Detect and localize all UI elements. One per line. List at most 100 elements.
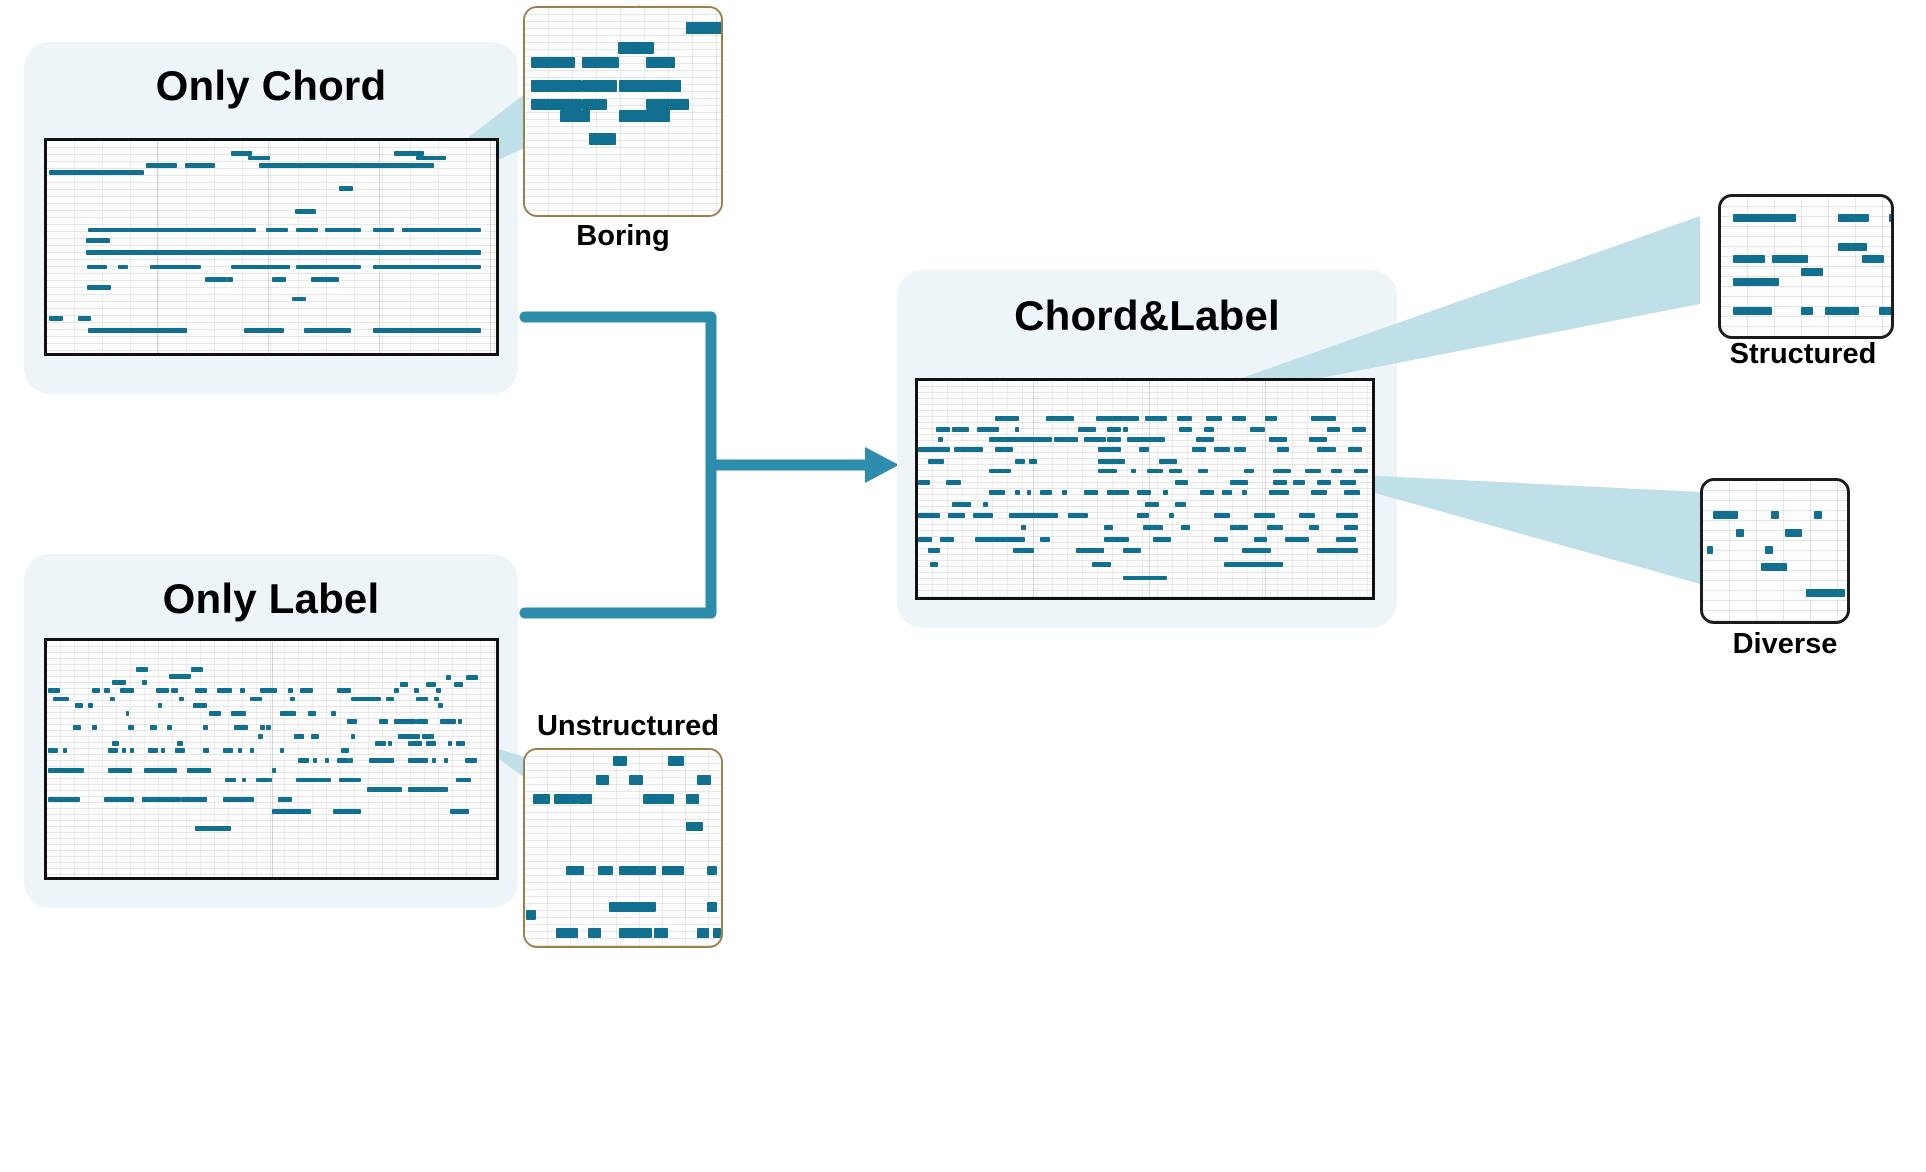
note-rect bbox=[368, 696, 381, 702]
structured-caption: Structured bbox=[1729, 338, 1877, 370]
note-rect bbox=[455, 777, 472, 783]
note-rect bbox=[86, 238, 111, 244]
note-rect bbox=[927, 458, 944, 464]
note-rect bbox=[1243, 468, 1254, 474]
note-rect bbox=[1285, 536, 1309, 542]
note-rect bbox=[989, 468, 1011, 474]
note-rect bbox=[588, 133, 617, 145]
note-rect bbox=[1733, 306, 1772, 315]
note-rect bbox=[179, 696, 185, 702]
note-rect bbox=[1326, 426, 1341, 432]
note-rect bbox=[939, 536, 954, 542]
note-rect bbox=[609, 901, 623, 912]
note-rect bbox=[587, 928, 602, 939]
note-rect bbox=[1200, 489, 1215, 495]
note-rect bbox=[951, 501, 972, 507]
note-rect bbox=[293, 733, 304, 739]
note-rect bbox=[1014, 426, 1019, 432]
note-rect bbox=[271, 808, 312, 814]
note-rect bbox=[1293, 480, 1305, 486]
note-rect bbox=[455, 741, 466, 747]
boring-inset-roll bbox=[523, 6, 723, 217]
note-rect bbox=[414, 687, 420, 693]
note-rect bbox=[408, 758, 428, 763]
note-rect bbox=[975, 536, 1025, 542]
note-rect bbox=[366, 787, 403, 793]
note-rect bbox=[1103, 525, 1114, 530]
note-rect bbox=[1196, 437, 1215, 443]
note-rect bbox=[918, 536, 932, 542]
note-rect bbox=[155, 687, 170, 693]
note-rect bbox=[994, 447, 1013, 453]
note-rect bbox=[662, 865, 684, 876]
note-rect bbox=[271, 277, 286, 282]
note-rect bbox=[331, 711, 337, 717]
note-rect bbox=[595, 775, 610, 786]
note-rect bbox=[346, 719, 357, 724]
note-rect bbox=[577, 794, 592, 804]
note-rect bbox=[279, 711, 296, 717]
note-rect bbox=[175, 748, 186, 754]
note-rect bbox=[388, 741, 393, 747]
note-rect bbox=[556, 928, 578, 939]
note-rect bbox=[1805, 589, 1845, 597]
note-rect bbox=[453, 681, 464, 687]
note-rect bbox=[1265, 416, 1278, 421]
note-rect bbox=[1040, 536, 1051, 542]
grid-horizontal bbox=[525, 750, 721, 946]
note-rect bbox=[87, 264, 108, 270]
grid-bars bbox=[47, 641, 496, 877]
note-rect bbox=[645, 80, 681, 92]
note-rect bbox=[1229, 525, 1248, 530]
note-rect bbox=[88, 327, 188, 333]
note-rect bbox=[234, 724, 249, 730]
note-rect bbox=[1008, 513, 1059, 519]
note-rect bbox=[1146, 468, 1163, 474]
note-rect bbox=[1137, 513, 1149, 519]
note-rect bbox=[983, 501, 989, 507]
note-rect bbox=[244, 327, 284, 333]
note-rect bbox=[394, 150, 424, 156]
note-rect bbox=[48, 316, 63, 321]
note-rect bbox=[372, 264, 482, 270]
note-rect bbox=[1354, 468, 1369, 474]
note-rect bbox=[951, 426, 970, 432]
note-rect bbox=[1192, 447, 1207, 453]
note-rect bbox=[1204, 426, 1215, 432]
note-rect bbox=[135, 667, 148, 673]
note-rect bbox=[240, 687, 246, 693]
note-rect bbox=[1352, 426, 1367, 432]
note-rect bbox=[1127, 437, 1153, 443]
note-rect bbox=[248, 155, 270, 161]
note-rect bbox=[185, 163, 215, 169]
note-rect bbox=[266, 724, 271, 730]
note-rect bbox=[433, 696, 439, 702]
note-rect bbox=[1168, 468, 1183, 474]
note-rect bbox=[1814, 511, 1823, 519]
note-rect bbox=[445, 675, 451, 680]
note-rect bbox=[668, 755, 684, 766]
note-rect bbox=[1214, 447, 1230, 453]
note-rect bbox=[1273, 468, 1292, 474]
note-rect bbox=[439, 719, 456, 724]
note-rect bbox=[271, 687, 277, 693]
note-rect bbox=[1097, 447, 1122, 453]
note-rect bbox=[1233, 447, 1246, 453]
note-rect bbox=[368, 758, 395, 763]
note-rect bbox=[341, 748, 349, 754]
note-rect bbox=[945, 480, 962, 486]
note-rect bbox=[171, 687, 179, 693]
note-rect bbox=[242, 777, 247, 783]
note-rect bbox=[348, 758, 353, 763]
note-rect bbox=[1330, 468, 1343, 474]
note-rect bbox=[977, 426, 999, 432]
note-rect bbox=[619, 80, 665, 92]
note-rect bbox=[271, 767, 276, 773]
note-rect bbox=[581, 80, 618, 92]
note-rect bbox=[1075, 548, 1104, 554]
diverse-inset-roll bbox=[1700, 478, 1850, 624]
note-rect bbox=[141, 797, 182, 802]
note-rect bbox=[1310, 489, 1327, 495]
note-rect bbox=[250, 696, 263, 702]
note-rect bbox=[1145, 501, 1159, 507]
